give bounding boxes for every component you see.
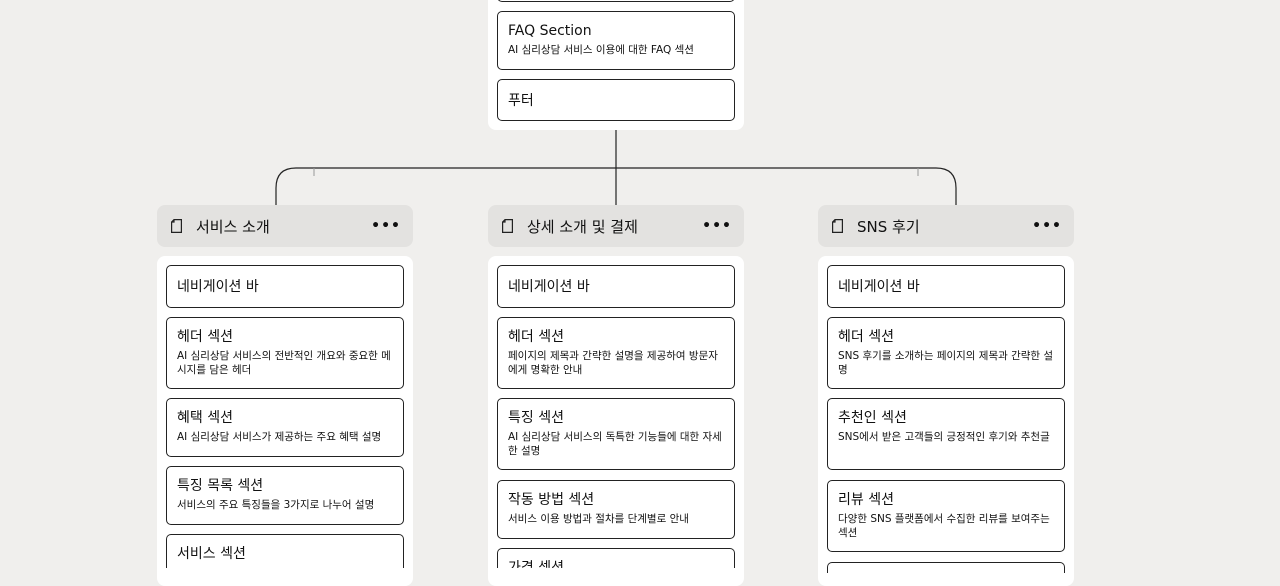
connector-left — [275, 167, 297, 205]
section-title: 네비게이션 바 — [177, 279, 259, 295]
section-card-pricing[interactable]: 가격 섹션 — [497, 548, 735, 568]
tree-connectors — [275, 130, 957, 205]
section-card-header[interactable]: 헤더 섹션 페이지의 제목과 간략한 설명을 제공하여 방문자에게 명확한 안내 — [497, 317, 735, 389]
section-card-navbar[interactable]: 네비게이션 바 — [497, 265, 735, 308]
page-title: 상세 소개 및 결제 — [527, 217, 638, 236]
connector-right — [935, 167, 957, 205]
section-title: 네비게이션 바 — [508, 279, 590, 295]
section-card-footer[interactable]: 푸터 — [497, 79, 735, 121]
section-card-features-list[interactable]: 특징 목록 섹션 서비스의 주요 특징들을 3가지로 나누어 설명 — [166, 466, 404, 525]
section-title: 작동 방법 섹션 — [508, 492, 595, 508]
section-card-benefits[interactable]: 혜택 섹션 AI 심리상담 서비스가 제공하는 주요 혜택 설명 — [166, 398, 404, 457]
more-options-icon[interactable]: ••• — [1032, 218, 1062, 234]
section-title: 혜택 섹션 — [177, 410, 233, 426]
section-card-header[interactable]: 헤더 섹션 AI 심리상담 서비스의 전반적인 개요와 중요한 메시지를 담은 … — [166, 317, 404, 389]
section-title: 특징 섹션 — [508, 410, 564, 426]
section-title: 가격 섹션 — [508, 560, 564, 568]
section-card-features[interactable]: 특징 섹션 AI 심리상담 서비스의 독특한 기능들에 대한 자세한 설명 — [497, 398, 735, 470]
section-description: AI 심리상담 서비스의 독특한 기능들에 대한 자세한 설명 — [508, 431, 722, 457]
section-title: 헤더 섹션 — [508, 329, 564, 345]
section-title: 서비스 섹션 — [177, 546, 246, 562]
more-options-icon[interactable]: ••• — [371, 218, 401, 234]
section-card-testimonials[interactable]: 추천인 섹션 SNS에서 받은 고객들의 긍정적인 후기와 추천글 — [827, 398, 1065, 470]
section-title: 추천인 섹션 — [838, 410, 907, 426]
section-description: SNS 후기를 소개하는 페이지의 제목과 간략한 설명 — [838, 350, 1054, 376]
section-card-how-it-works[interactable]: 작동 방법 섹션 서비스 이용 방법과 절차를 단계별로 안내 — [497, 480, 735, 539]
section-title: 헤더 섹션 — [838, 329, 894, 345]
section-card-services[interactable]: 서비스 섹션 — [166, 534, 404, 568]
section-card-navbar[interactable]: 네비게이션 바 — [827, 265, 1065, 308]
page-header-service-intro[interactable]: 서비스 소개 ••• — [157, 205, 413, 247]
section-title: 리뷰 섹션 — [838, 492, 894, 508]
section-card-reviews[interactable]: 리뷰 섹션 다양한 SNS 플랫폼에서 수집한 리뷰를 보여주는 섹션 — [827, 480, 1065, 552]
section-description: 서비스 이용 방법과 절차를 단계별로 안내 — [508, 513, 689, 525]
section-description: AI 심리상담 서비스가 제공하는 주요 혜택 설명 — [177, 431, 382, 443]
section-title: 네비게이션 바 — [838, 279, 920, 295]
section-card-partial[interactable] — [497, 0, 735, 2]
section-title: 헤더 섹션 — [177, 329, 233, 345]
section-card-navbar[interactable]: 네비게이션 바 — [166, 265, 404, 308]
more-options-icon[interactable]: ••• — [702, 218, 732, 234]
section-description: AI 심리상담 서비스 이용에 대한 FAQ 섹션 — [508, 44, 694, 56]
section-card-faq[interactable]: FAQ Section AI 심리상담 서비스 이용에 대한 FAQ 섹션 — [497, 11, 735, 70]
page-header-detail-payment[interactable]: 상세 소개 및 결제 ••• — [488, 205, 744, 247]
document-icon — [832, 219, 843, 233]
page-title: SNS 후기 — [857, 217, 920, 236]
section-description: SNS에서 받은 고객들의 긍정적인 후기와 추천글 — [838, 431, 1050, 443]
section-description: AI 심리상담 서비스의 전반적인 개요와 중요한 메시지를 담은 헤더 — [177, 350, 391, 376]
section-title: 푸터 — [508, 93, 534, 109]
section-title: 특징 목록 섹션 — [177, 478, 264, 494]
section-description: 서비스의 주요 특징들을 3가지로 나누어 설명 — [177, 499, 375, 511]
document-icon — [502, 219, 513, 233]
section-card-header[interactable]: 헤더 섹션 SNS 후기를 소개하는 페이지의 제목과 간략한 설명 — [827, 317, 1065, 389]
section-description: 페이지의 제목과 간략한 설명을 제공하여 방문자에게 명확한 안내 — [508, 350, 718, 376]
page-title: 서비스 소개 — [196, 217, 270, 236]
section-description: 다양한 SNS 플랫폼에서 수집한 리뷰를 보여주는 섹션 — [838, 513, 1050, 539]
section-title: FAQ Section — [508, 23, 592, 39]
document-icon — [171, 219, 182, 233]
page-header-sns-reviews[interactable]: SNS 후기 ••• — [818, 205, 1074, 247]
